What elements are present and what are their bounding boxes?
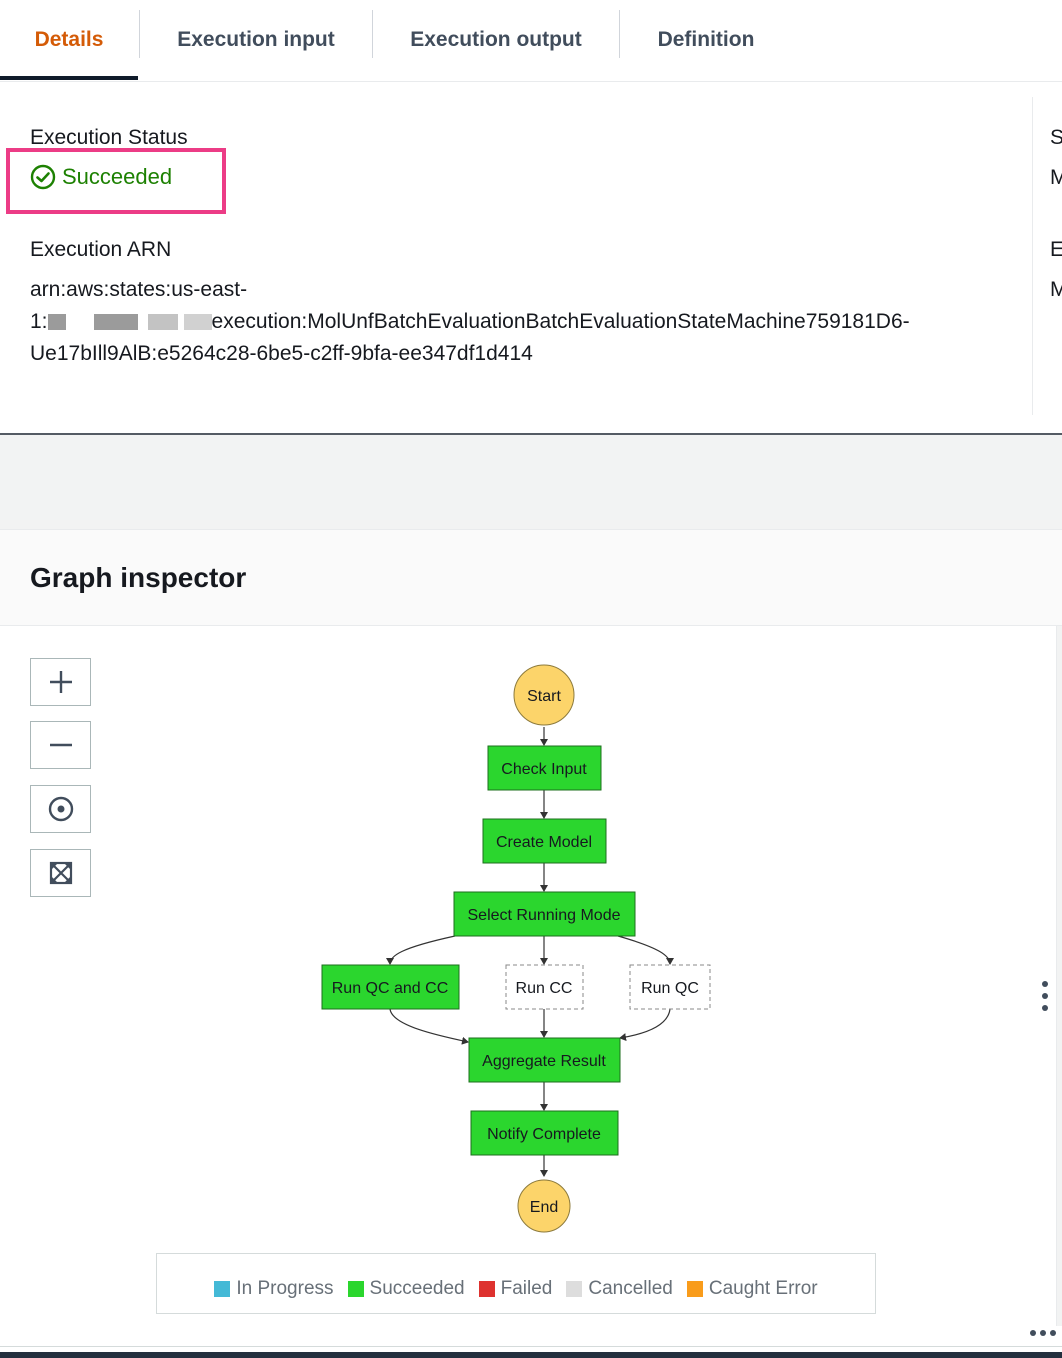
execution-details-panel: Execution Status Succeeded Execution ARN… xyxy=(0,82,1062,435)
state-machine-graph: Start Check Input Create Model Select Ru… xyxy=(321,664,711,1233)
execution-status-label: Execution Status xyxy=(30,126,188,149)
node-run-qc-and-cc[interactable]: Run QC and CC xyxy=(321,964,460,1010)
legend-label: In Progress xyxy=(236,1277,334,1299)
arn-line-1: arn:aws:states:us-east- xyxy=(30,278,248,301)
graph-inspector-header: Graph inspector xyxy=(0,530,1062,626)
section-gap xyxy=(0,435,1062,530)
redacted-block xyxy=(183,314,212,331)
legend-swatch xyxy=(478,1280,495,1297)
node-notify-complete[interactable]: Notify Complete xyxy=(470,1110,619,1156)
tab-separator xyxy=(619,10,620,58)
check-circle-icon xyxy=(30,164,56,190)
clipped-field-value: M xyxy=(1050,166,1062,189)
node-run-qc[interactable]: Run QC xyxy=(629,964,711,1010)
legend-label: Cancelled xyxy=(588,1277,673,1299)
tab-execution-output[interactable]: Execution output xyxy=(410,28,582,51)
legend-label: Caught Error xyxy=(708,1277,818,1299)
active-tab-indicator xyxy=(0,76,138,80)
execution-arn-label: Execution ARN xyxy=(30,238,172,261)
status-text: Succeeded xyxy=(62,164,173,189)
redacted-block xyxy=(47,314,66,331)
status-highlight-box xyxy=(6,148,226,214)
panel-bottom-divider xyxy=(0,1346,1062,1347)
legend-swatch xyxy=(214,1280,231,1297)
edge xyxy=(619,1008,671,1042)
execution-arn-value: arn:aws:states:us-east- 1: execution:MolU… xyxy=(30,274,1010,370)
resize-handle-icon[interactable] xyxy=(1030,1330,1056,1336)
node-create-model[interactable]: Create Model xyxy=(482,818,607,864)
expand-arrows-icon xyxy=(49,861,72,885)
legend-item-succeeded: Succeeded xyxy=(347,1277,465,1300)
legend-swatch xyxy=(566,1280,583,1297)
center-graph-button[interactable] xyxy=(30,785,91,833)
tab-details[interactable]: Details xyxy=(34,28,104,51)
node-label: Run QC xyxy=(641,980,699,997)
redacted-block xyxy=(93,314,138,331)
node-select-running-mode[interactable]: Select Running Mode xyxy=(453,891,636,937)
node-label: Run CC xyxy=(516,980,573,997)
details-divider xyxy=(0,433,1062,435)
legend-item-cancelled: Cancelled xyxy=(566,1278,673,1300)
zoom-in-button[interactable] xyxy=(30,658,91,706)
minus-icon xyxy=(49,743,72,747)
target-icon xyxy=(48,796,73,822)
vertical-scrollbar[interactable] xyxy=(1056,626,1062,1326)
execution-status-value: Succeeded xyxy=(30,164,172,190)
legend-item-caught-error: Caught Error xyxy=(686,1277,818,1300)
status-legend: In Progress Succeeded Failed Cancelled C… xyxy=(156,1253,876,1314)
edge xyxy=(386,935,456,965)
plus-icon xyxy=(49,671,72,693)
redacted-block xyxy=(147,314,178,331)
legend-item-in-progress: In Progress xyxy=(214,1277,334,1300)
clipped-field-label: S xyxy=(1050,126,1062,149)
node-label: Notify Complete xyxy=(487,1126,601,1143)
node-label: Start xyxy=(527,688,561,705)
node-label: End xyxy=(530,1199,558,1216)
legend-swatch xyxy=(686,1280,703,1297)
edge xyxy=(389,1008,469,1045)
node-end[interactable]: End xyxy=(517,1179,571,1233)
node-label: Create Model xyxy=(496,834,592,851)
node-aggregate-result[interactable]: Aggregate Result xyxy=(468,1037,621,1083)
node-check-input[interactable]: Check Input xyxy=(487,745,602,791)
graph-inspector-title: Graph inspector xyxy=(30,562,247,593)
bottom-bar xyxy=(0,1352,1062,1358)
legend-swatch xyxy=(347,1280,364,1297)
node-label: Check Input xyxy=(501,761,587,778)
legend-item-failed: Failed xyxy=(478,1277,553,1300)
fit-to-screen-button[interactable] xyxy=(30,849,91,897)
zoom-out-button[interactable] xyxy=(30,721,91,769)
arn-line-3: Ue17bIll9AlB:e5264c28-6be5-c2ff-9bfa-ee3… xyxy=(30,342,533,365)
node-label: Select Running Mode xyxy=(468,907,621,924)
legend-label: Failed xyxy=(500,1277,553,1299)
tab-separator xyxy=(372,10,373,58)
graph-edges xyxy=(386,727,674,1177)
tab-separator xyxy=(139,10,140,58)
clipped-field-label: E xyxy=(1050,238,1062,261)
legend-label: Succeeded xyxy=(369,1277,465,1299)
arn-line-2-suffix: execution:MolUnfBatchEvaluationBatchEval… xyxy=(211,310,910,333)
tab-bar: Details Execution input Execution output… xyxy=(0,0,1062,82)
node-label: Aggregate Result xyxy=(482,1053,606,1070)
clipped-field-value: M xyxy=(1050,278,1062,301)
graph-canvas[interactable]: Start Check Input Create Model Select Ru… xyxy=(0,626,1062,1326)
node-start[interactable]: Start xyxy=(513,664,575,726)
node-run-cc[interactable]: Run CC xyxy=(505,964,584,1010)
column-divider xyxy=(1032,97,1033,415)
node-label: Run QC and CC xyxy=(332,980,449,997)
more-options-icon[interactable] xyxy=(1040,981,1050,1011)
edge xyxy=(617,935,674,965)
arn-line-2-prefix: 1: xyxy=(30,310,48,333)
tab-definition[interactable]: Definition xyxy=(657,28,755,51)
arn-line-2: 1: execution:MolUnfBatchEvaluationBatchEv… xyxy=(30,306,1010,338)
tab-execution-input[interactable]: Execution input xyxy=(177,28,335,51)
